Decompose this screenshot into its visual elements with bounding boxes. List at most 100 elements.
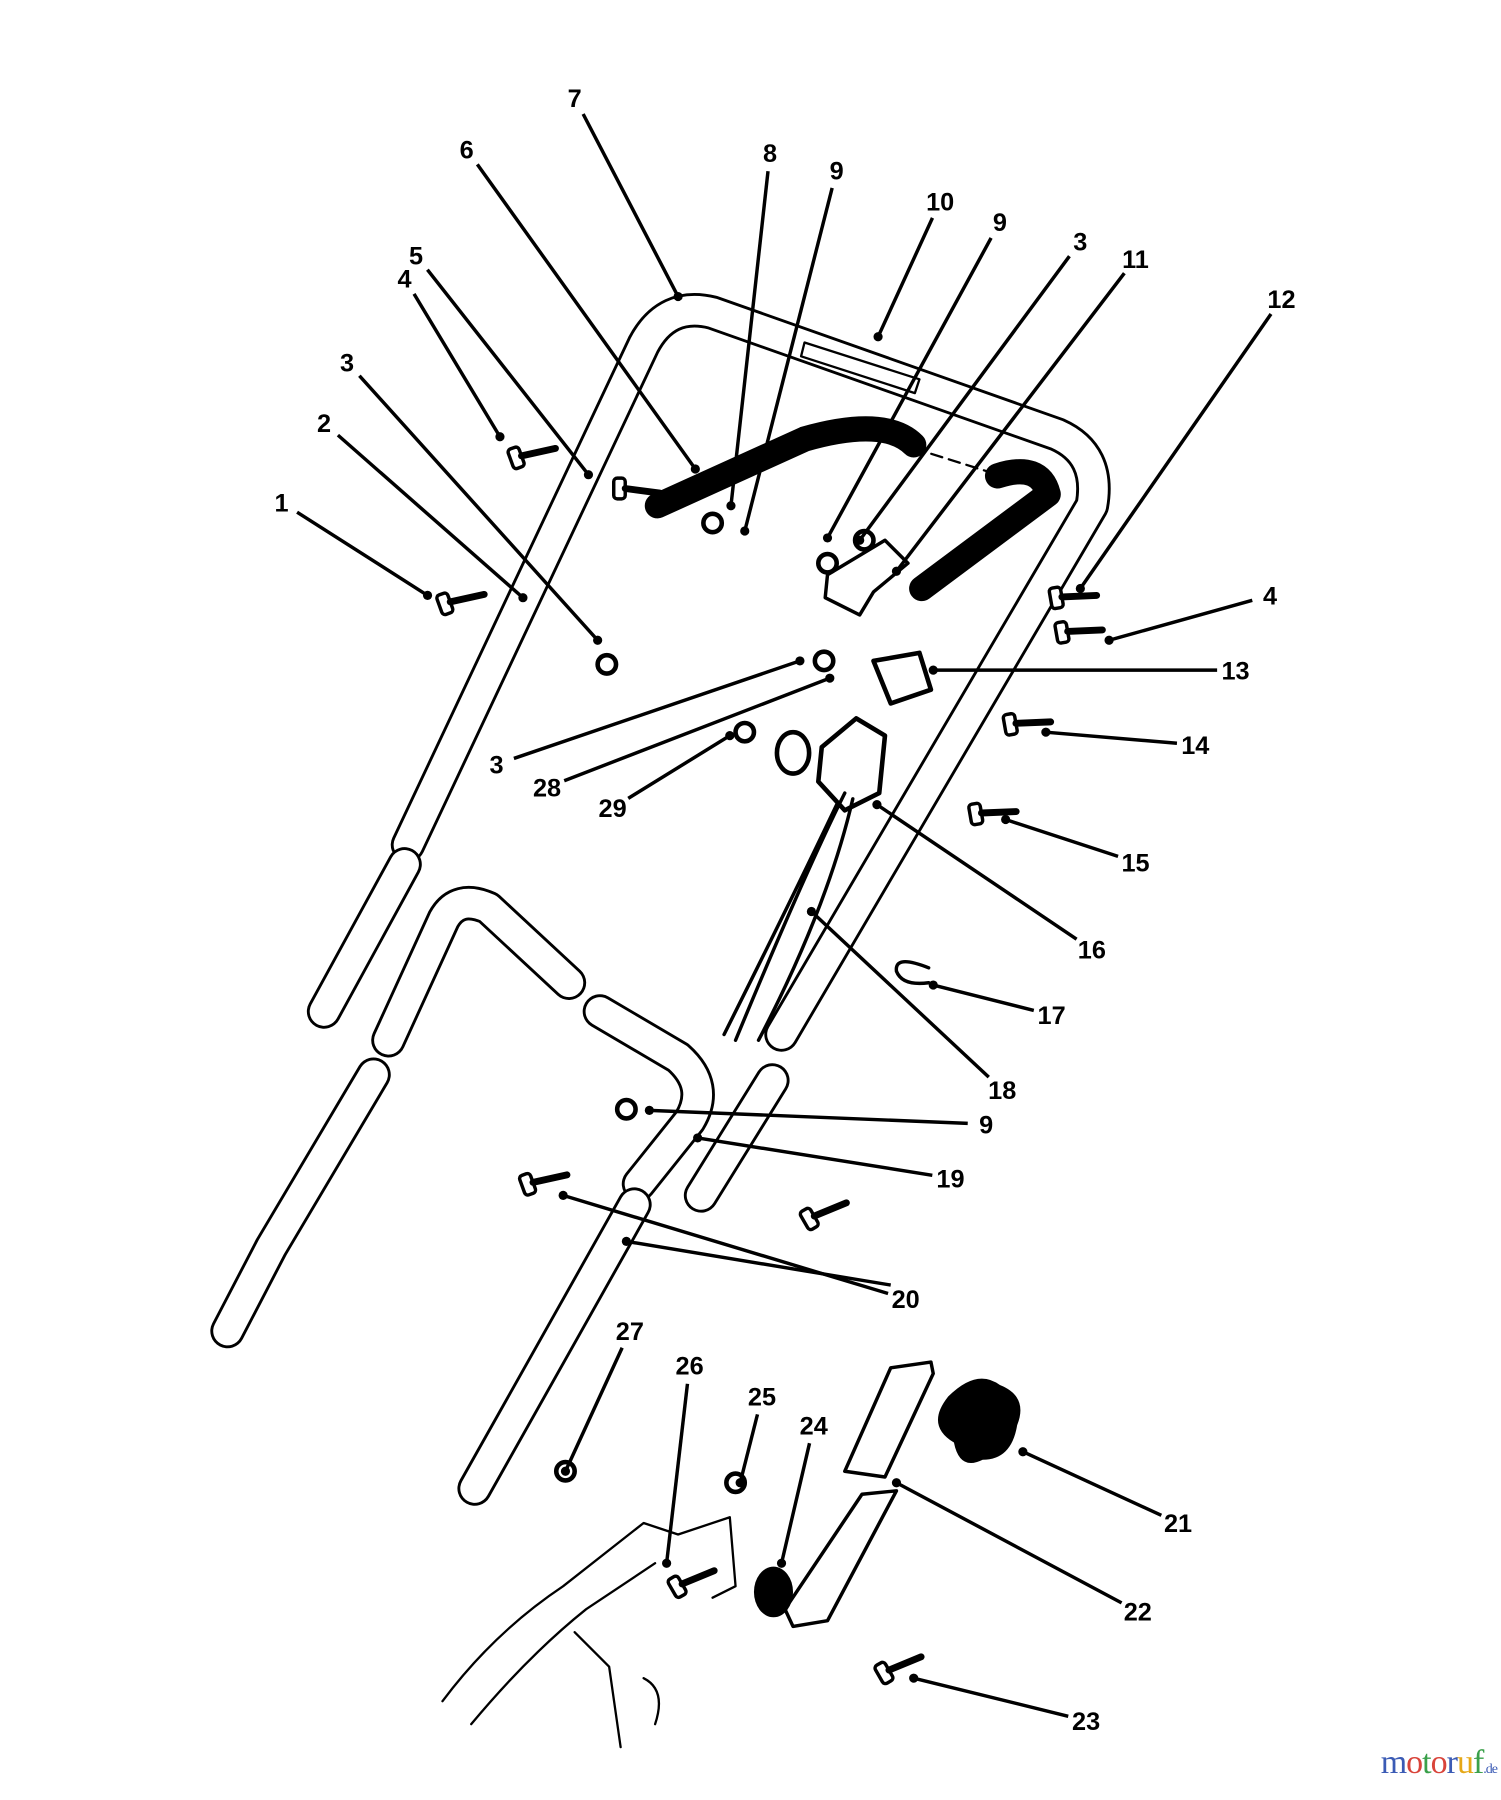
watermark-suffix: .de — [1483, 1762, 1498, 1777]
throttle-cable — [722, 791, 855, 1042]
leader-line — [876, 217, 935, 338]
callout-label: 1 — [275, 489, 289, 517]
bolt — [1047, 585, 1101, 611]
callout-label: 26 — [676, 1353, 704, 1381]
leader-dot — [795, 656, 805, 666]
callout-label: 3 — [1073, 229, 1087, 257]
watermark-logo: motoruf.de — [1381, 1744, 1498, 1782]
leader-line — [1045, 730, 1178, 745]
bolt — [967, 801, 1020, 827]
leader-line — [779, 1442, 812, 1564]
callout-label: 9 — [830, 157, 844, 185]
leader-dot — [872, 800, 882, 810]
nut — [812, 649, 836, 673]
leader-line — [649, 1108, 968, 1126]
callout-label: 11 — [1122, 246, 1149, 274]
callout-label: 2 — [317, 410, 331, 438]
leader-dot — [1018, 1447, 1028, 1457]
bolt — [666, 1567, 718, 1600]
leader-line — [296, 510, 429, 597]
leader-dot — [422, 590, 433, 600]
leader-dot — [1001, 814, 1011, 825]
callout-label: 4 — [398, 265, 412, 293]
callout-label: 4 — [1263, 583, 1277, 611]
callout-label: 9 — [993, 209, 1007, 237]
leader-dot — [891, 566, 902, 576]
callout-label: 16 — [1078, 937, 1106, 965]
callout-label: 9 — [979, 1111, 993, 1139]
handle-lower-tube-fill — [460, 1190, 649, 1503]
callout-label: 25 — [748, 1384, 776, 1412]
leader-dot — [495, 432, 505, 442]
mower-deck-bracket — [441, 1516, 737, 1749]
leader-line — [1078, 312, 1273, 590]
nut — [733, 720, 757, 744]
leader-line — [1022, 1450, 1163, 1517]
handle-knob — [937, 1378, 1021, 1464]
leader-line — [513, 659, 801, 761]
callout-label: 21 — [1164, 1510, 1192, 1538]
callout-label: 3 — [340, 349, 354, 377]
leader-line — [875, 803, 1078, 941]
leader-line — [563, 676, 831, 783]
nut — [614, 1097, 638, 1121]
nut — [816, 551, 839, 575]
leader-line — [743, 187, 834, 532]
watermark-letter: u — [1456, 1744, 1474, 1781]
bolt — [506, 444, 559, 471]
leader-dot — [583, 470, 594, 480]
leader-line — [1108, 598, 1253, 642]
callout-label: 24 — [800, 1412, 828, 1440]
leader-lines — [296, 113, 1273, 1718]
leader-line — [412, 293, 502, 438]
callout-label: 13 — [1221, 657, 1249, 685]
leader-dot — [690, 464, 700, 474]
leader-dot — [560, 1466, 571, 1476]
leader-line — [895, 272, 1126, 573]
callout-label: 20 — [892, 1286, 920, 1314]
leader-dot — [593, 635, 603, 645]
handle-upper-frame-fill — [393, 295, 1108, 1049]
watermark-letter: t — [1422, 1744, 1432, 1781]
callout-label: 18 — [988, 1077, 1016, 1105]
leader-line — [563, 1347, 624, 1472]
throttle-control — [816, 716, 888, 813]
leader-dot — [621, 1236, 631, 1246]
leader-line — [825, 237, 993, 539]
handle-middle-bend-fill — [374, 888, 584, 1055]
callout-label: 10 — [926, 188, 954, 216]
callout-label: 29 — [599, 795, 627, 823]
callout-label: 23 — [1072, 1708, 1100, 1736]
leader-line — [738, 1413, 760, 1484]
callout-label: 7 — [568, 85, 582, 113]
cable-clip — [894, 960, 931, 986]
leader-dot — [735, 1478, 745, 1488]
callout-label: 22 — [1124, 1599, 1152, 1627]
leader-dot — [662, 1558, 672, 1568]
callout-label: 6 — [460, 137, 474, 165]
watermark-letter: f — [1472, 1744, 1484, 1781]
handle-right-lower-tube-fill — [686, 1066, 787, 1210]
control-bar-right-grip — [909, 459, 1061, 602]
leader-line — [895, 1481, 1123, 1605]
leader-line — [913, 1676, 1069, 1718]
handle-slot — [799, 341, 921, 395]
leader-dot — [891, 1478, 902, 1488]
wave-washer — [753, 1566, 794, 1618]
leader-dot — [822, 533, 833, 543]
leader-line — [1005, 817, 1119, 858]
leader-dot — [928, 665, 938, 675]
leader-dot — [725, 731, 735, 741]
callout-label: 17 — [1038, 1002, 1066, 1030]
leader-dot — [518, 593, 528, 603]
nut — [595, 652, 619, 676]
leader-dot — [855, 535, 865, 545]
control-bracket — [823, 538, 910, 617]
leader-line — [664, 1383, 690, 1564]
callout-label: 5 — [409, 242, 423, 270]
callout-label: 28 — [533, 775, 561, 803]
assembly-axis-line — [912, 447, 996, 475]
leader-line — [626, 1239, 891, 1287]
